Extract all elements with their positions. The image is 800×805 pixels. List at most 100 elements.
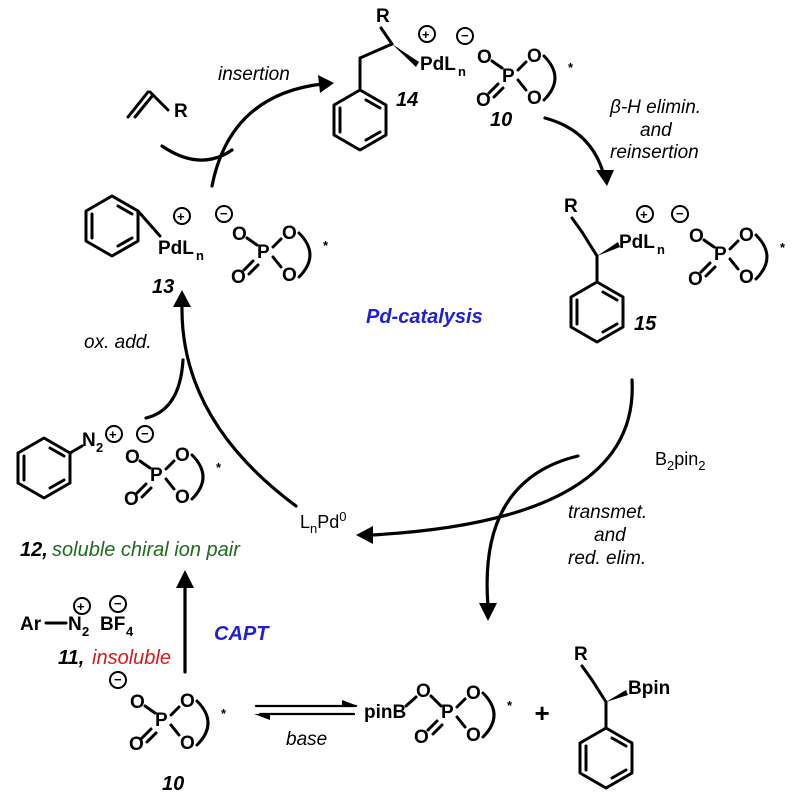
center-label: Pd-catalysis (366, 306, 483, 328)
svg-text:O: O (130, 692, 145, 713)
svg-text:P: P (257, 242, 270, 263)
svg-text:O: O (476, 90, 491, 111)
phosphate-anion-13: − O P O O O * (215, 205, 329, 288)
svg-text:O: O (689, 226, 704, 247)
c13-pdl: PdL (158, 238, 194, 259)
c14-plus-charge (418, 25, 436, 43)
beta-h-label-line1: β-H elimin. (609, 97, 701, 118)
compound-11: Ar N 2 + BF 4 − 11, insoluble (20, 595, 171, 669)
c14-wedge-bond (392, 44, 419, 67)
beta-h-label-line2: and (640, 120, 673, 141)
diazonium-incoming-curve (144, 358, 185, 420)
ox-add-arrowhead (173, 290, 191, 307)
svg-text:Ar: Ar (20, 614, 42, 635)
product-bpin: Bpin (628, 678, 670, 699)
lnpd0-label: LnPd0 (300, 509, 347, 536)
svg-text:n: n (458, 64, 466, 79)
svg-text:*: * (780, 240, 786, 255)
transmet-label-line2: and (594, 525, 627, 546)
insertion-arrow (210, 82, 324, 188)
capt-label: CAPT (214, 623, 270, 645)
c14-pdl: PdL (420, 54, 456, 75)
transmet-label-line3: red. elim. (568, 548, 646, 569)
compound-13-label: 13 (152, 276, 174, 298)
svg-text:−: − (220, 206, 228, 221)
ox-add-arc (180, 303, 298, 508)
svg-text:4: 4 (126, 624, 134, 639)
svg-text:P: P (502, 66, 515, 87)
svg-text:−: − (461, 28, 469, 43)
c12-phenyl-ring (16, 436, 72, 500)
base-label: base (286, 729, 327, 750)
svg-text:pinB: pinB (364, 702, 406, 723)
b2pin2-reagent: B2pin2 (655, 449, 706, 473)
svg-text:O: O (739, 267, 754, 288)
ox-add-label: ox. add. (84, 332, 152, 353)
c14-phenyl-ring (332, 88, 388, 152)
svg-text:+: + (77, 599, 85, 614)
phosphate-anion-bottom: − O P O O O * 10 (109, 671, 227, 795)
insertion-arrowhead (318, 75, 334, 93)
product-wedge-bond (606, 690, 628, 702)
transmet-label-line1: transmet. (568, 502, 647, 523)
svg-text:*: * (323, 238, 329, 253)
compound-12-number: 12, (20, 539, 48, 561)
top-phosphate-minus (456, 27, 474, 45)
svg-text:−: − (676, 206, 684, 221)
compound-15-label: 15 (634, 313, 657, 335)
transmet-curve (485, 454, 580, 608)
svg-text:P: P (155, 710, 168, 731)
svg-text:O: O (414, 727, 429, 748)
c15-r-group: R (564, 196, 578, 217)
phosphate-anion-15: − O P O O O * (671, 205, 786, 290)
product-arrowhead (479, 603, 497, 621)
c13-phosphate-minus (215, 205, 233, 223)
c15-plus-charge (636, 205, 654, 223)
svg-text:N: N (68, 614, 82, 635)
compound-12: N 2 + − O P O O O * (16, 425, 222, 510)
compound-14: R PdL n + 14 (332, 6, 466, 152)
cycle-arrows (144, 75, 634, 720)
boryl-phosphate: pinB O P O O O * (364, 681, 513, 748)
compound-11-description: insoluble (92, 647, 171, 669)
svg-text:O: O (477, 47, 492, 68)
svg-text:O: O (129, 734, 144, 755)
svg-text:−: − (114, 596, 122, 611)
beta-h-arrow (543, 116, 605, 174)
compound-14-label: 14 (396, 89, 418, 111)
compound-11-number: 11, (58, 647, 84, 669)
svg-text:O: O (416, 681, 431, 702)
svg-text:O: O (282, 265, 297, 286)
red-elim-arc (370, 378, 634, 537)
svg-text:O: O (180, 733, 195, 754)
svg-text:*: * (216, 460, 222, 475)
svg-text:BF: BF (100, 614, 125, 635)
phosphate-anion-top: − O P O O O * 10 (456, 27, 574, 131)
compound-10-top-label: 10 (490, 109, 512, 131)
svg-text:2: 2 (82, 624, 89, 639)
equilibrium-forward-head (342, 700, 358, 706)
c11-plus-charge (73, 597, 91, 615)
c15-pdl: PdL (619, 232, 655, 253)
svg-text:O: O (124, 489, 139, 510)
compound-10-bottom-label: 10 (162, 773, 184, 795)
svg-text:+: + (422, 27, 430, 42)
svg-text:O: O (231, 267, 246, 288)
svg-text:P: P (441, 702, 454, 723)
equilibrium-reverse-head (254, 714, 270, 720)
svg-text:O: O (125, 447, 140, 468)
beta-h-arrowhead (596, 170, 614, 186)
alkene-substrate: R (126, 90, 188, 122)
svg-text:P: P (714, 244, 727, 265)
capt-arrowhead (176, 570, 194, 588)
svg-text:O: O (232, 224, 247, 245)
c15-wedge-bond (597, 242, 620, 256)
alkene-r-group: R (174, 101, 188, 122)
b2pin2-label: B2pin2 (655, 449, 706, 473)
svg-text:O: O (466, 683, 481, 704)
compound-15: R PdL n + 15 (564, 196, 665, 344)
svg-text:*: * (221, 706, 227, 721)
svg-text:O: O (688, 269, 703, 290)
compound-12-caption: 12, soluble chiral ion pair (20, 539, 241, 561)
